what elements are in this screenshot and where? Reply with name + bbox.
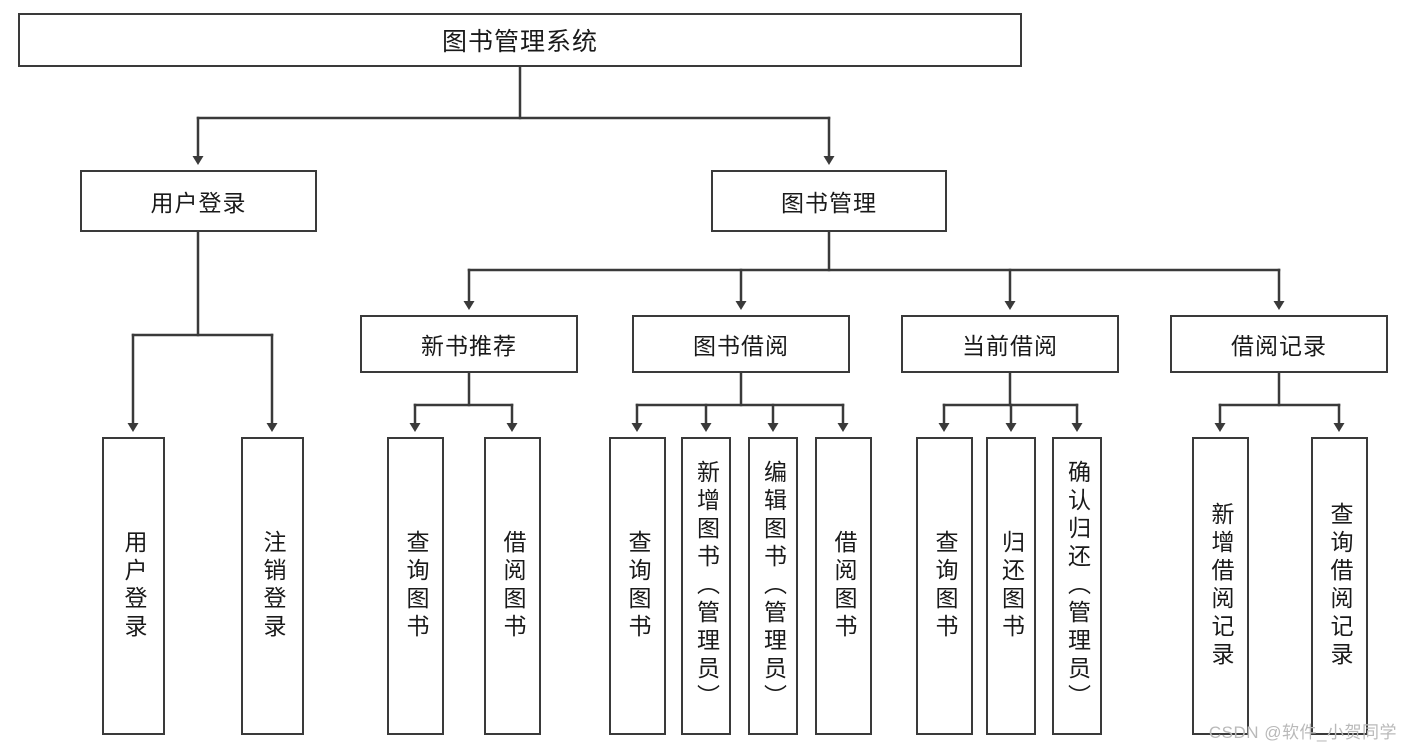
node-book-management[interactable]: 图书管理 (711, 170, 947, 232)
node-book-borrow-label: 图书借阅 (693, 333, 789, 359)
node-new-book-recommend[interactable]: 新书推荐 (360, 315, 578, 373)
node-query-book-borrow[interactable]: 查询图书 (609, 437, 666, 735)
node-add-borrow-record-label: 新增借阅记录 (1208, 502, 1234, 670)
node-user-logout-action-label: 注销登录 (260, 530, 286, 642)
node-query-book-borrow-label: 查询图书 (625, 530, 651, 642)
node-borrow-book-recommend-label: 借阅图书 (500, 530, 526, 642)
node-query-borrow-record-label: 查询借阅记录 (1327, 502, 1353, 670)
node-user-login-label: 用户登录 (150, 190, 247, 216)
node-query-book-recommend-label: 查询图书 (403, 530, 429, 642)
node-borrow-record-label: 借阅记录 (1231, 333, 1327, 359)
node-borrow-book-recommend[interactable]: 借阅图书 (484, 437, 541, 735)
node-query-book-current[interactable]: 查询图书 (916, 437, 973, 735)
node-add-book-admin-label: 新增图书（管理员） (693, 460, 720, 712)
watermark: CSDN @软件_小贺同学 (1208, 723, 1397, 742)
node-new-book-recommend-label: 新书推荐 (421, 333, 517, 359)
node-root[interactable]: 图书管理系统 (18, 13, 1022, 67)
node-current-borrow[interactable]: 当前借阅 (901, 315, 1119, 373)
node-book-management-label: 图书管理 (781, 190, 877, 216)
node-borrow-book-action-label: 借阅图书 (831, 530, 857, 642)
node-user-login-action-label: 用户登录 (121, 530, 147, 642)
node-root-label: 图书管理系统 (441, 28, 598, 56)
node-confirm-return-admin[interactable]: 确认归还（管理员） (1052, 437, 1102, 735)
node-return-book[interactable]: 归还图书 (986, 437, 1036, 735)
node-edit-book-admin-label: 编辑图书（管理员） (760, 460, 787, 712)
node-current-borrow-label: 当前借阅 (962, 333, 1058, 359)
node-book-borrow[interactable]: 图书借阅 (632, 315, 850, 373)
node-user-logout-action[interactable]: 注销登录 (241, 437, 304, 735)
node-user-login[interactable]: 用户登录 (80, 170, 317, 232)
node-query-book-recommend[interactable]: 查询图书 (387, 437, 444, 735)
node-query-borrow-record[interactable]: 查询借阅记录 (1311, 437, 1368, 735)
node-edit-book-admin[interactable]: 编辑图书（管理员） (748, 437, 798, 735)
node-borrow-record[interactable]: 借阅记录 (1170, 315, 1388, 373)
node-user-login-action[interactable]: 用户登录 (102, 437, 165, 735)
node-return-book-label: 归还图书 (998, 530, 1025, 642)
node-confirm-return-admin-label: 确认归还（管理员） (1064, 460, 1091, 712)
node-borrow-book-action[interactable]: 借阅图书 (815, 437, 872, 735)
node-add-book-admin[interactable]: 新增图书（管理员） (681, 437, 731, 735)
node-query-book-current-label: 查询图书 (932, 530, 958, 642)
node-add-borrow-record[interactable]: 新增借阅记录 (1192, 437, 1249, 735)
